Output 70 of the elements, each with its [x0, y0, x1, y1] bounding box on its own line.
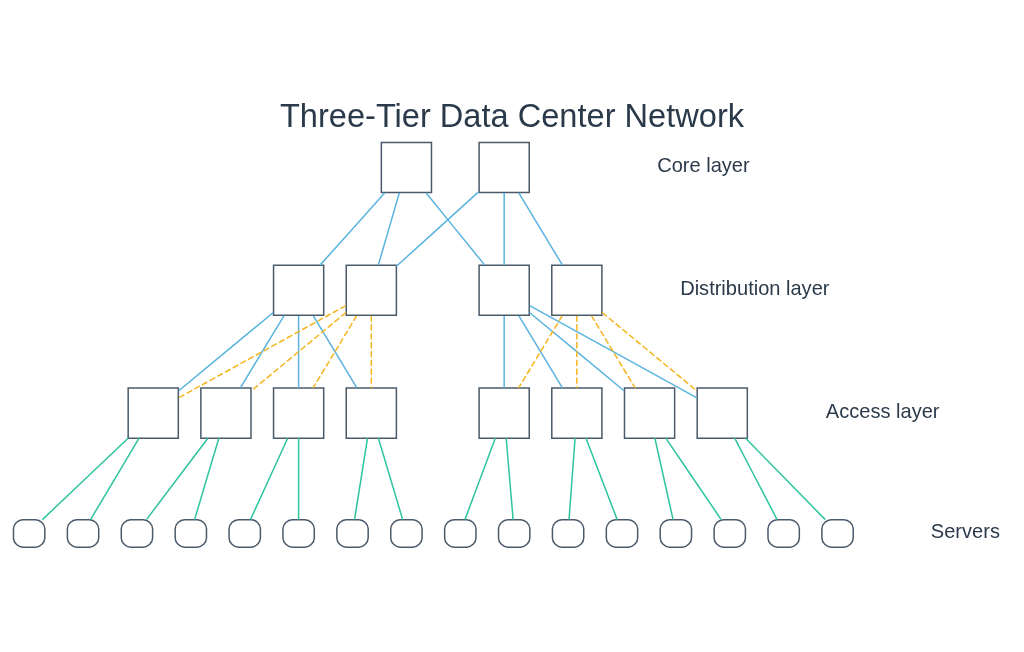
label: Access layer: [825, 399, 940, 422]
connector: [665, 437, 722, 521]
node-box: [390, 518, 423, 548]
connector: [41, 437, 129, 521]
node-box: [345, 264, 398, 317]
connector: [239, 315, 285, 389]
connector: [249, 437, 289, 521]
node-box: [336, 518, 369, 548]
connector: [353, 437, 369, 521]
node-box: [478, 141, 530, 194]
connector: [505, 437, 514, 521]
connector: [585, 437, 618, 521]
connector: [744, 437, 826, 521]
node-box: [272, 387, 325, 439]
node-box: [821, 518, 854, 548]
connector: [377, 192, 401, 266]
connector: [733, 437, 778, 521]
connector: [528, 304, 698, 399]
node-box: [282, 518, 316, 548]
node-box: [551, 264, 603, 317]
node-box: [12, 518, 46, 548]
label: Distribution layer: [680, 277, 830, 300]
node-box: [659, 518, 693, 548]
node-box: [478, 387, 530, 439]
node-box: [551, 387, 603, 439]
connector: [654, 437, 674, 521]
connector: [250, 311, 347, 392]
connector: [503, 192, 505, 266]
node-box: [174, 518, 208, 548]
connector: [370, 315, 373, 389]
node-box: [696, 387, 749, 439]
node-box: [623, 387, 676, 439]
node-box: [443, 518, 477, 548]
label: Core layer: [657, 154, 750, 177]
node-box: [66, 518, 100, 548]
node-box: [478, 264, 530, 317]
node-box: [551, 518, 585, 548]
node-box: [605, 518, 639, 548]
connector: [177, 304, 347, 399]
connector: [464, 437, 497, 521]
diagram-title: Three-Tier Data Center Network: [279, 98, 745, 135]
connector: [503, 315, 505, 389]
node-box: [200, 387, 252, 439]
connector: [297, 437, 300, 521]
node-box: [713, 518, 747, 548]
connector: [528, 311, 625, 392]
connector: [319, 192, 386, 266]
connector: [297, 315, 300, 389]
connector: [89, 437, 140, 521]
connector: [590, 315, 636, 389]
connector: [178, 311, 275, 392]
node-box: [272, 264, 325, 317]
connector: [576, 315, 578, 389]
connector: [145, 437, 209, 521]
node-box: [767, 518, 801, 548]
node-box: [345, 387, 398, 439]
node-box: [228, 518, 262, 548]
connector: [395, 191, 480, 268]
connector: [601, 311, 698, 392]
node-box: [120, 518, 154, 548]
connector: [518, 192, 564, 266]
connector: [568, 437, 576, 521]
connector: [377, 437, 404, 521]
node-box: [380, 141, 433, 194]
label: Servers: [930, 520, 1000, 543]
connector: [193, 437, 220, 521]
node-box: [497, 518, 531, 548]
connector: [312, 315, 358, 389]
node-box: [127, 387, 180, 439]
connector: [425, 192, 486, 266]
